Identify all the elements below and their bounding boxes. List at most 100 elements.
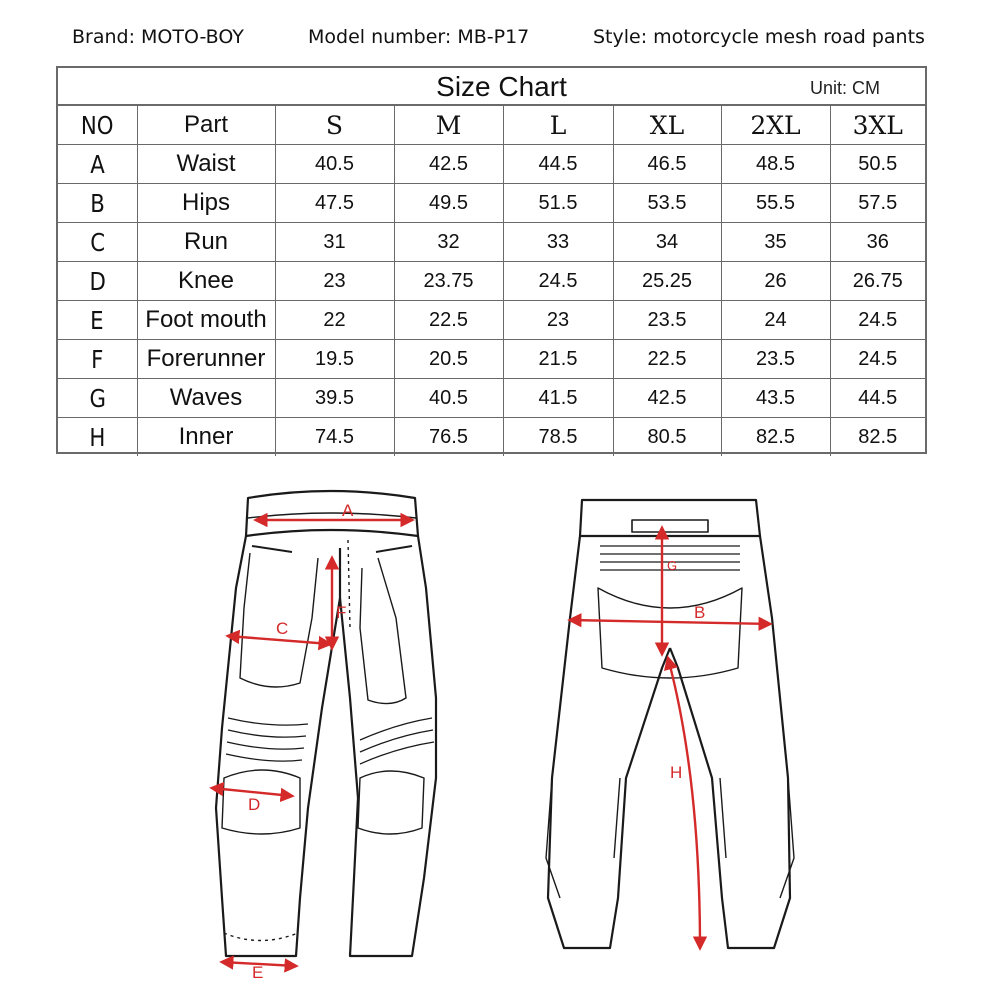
front-right-knee-ribs bbox=[359, 717, 435, 765]
row-part: Inner bbox=[136, 417, 276, 456]
size-value-cell: 31 bbox=[274, 222, 395, 262]
row-no: E bbox=[58, 300, 138, 340]
size-value-cell: 22.5 bbox=[393, 300, 504, 340]
row-no-label: C bbox=[89, 227, 105, 257]
size-value: 23.5 bbox=[647, 308, 687, 331]
front-waistband bbox=[244, 489, 420, 538]
back-waistband bbox=[578, 498, 762, 538]
size-value-cell: 76.5 bbox=[393, 417, 504, 456]
row-no: G bbox=[58, 378, 138, 418]
row-part: Waist bbox=[136, 144, 276, 184]
header-no: NO bbox=[58, 106, 138, 145]
header-size: S bbox=[274, 106, 395, 145]
size-value-cell: 21.5 bbox=[502, 339, 614, 379]
size-value-cell: 26.75 bbox=[829, 261, 925, 301]
header-size-label: XL bbox=[649, 110, 685, 140]
header-size-label: 2XL bbox=[750, 110, 801, 140]
size-value-cell: 42.5 bbox=[393, 144, 504, 184]
size-value: 57.5 bbox=[858, 191, 898, 214]
size-value: 35 bbox=[764, 230, 787, 253]
row-no: C bbox=[58, 222, 138, 262]
size-value-cell: 35 bbox=[720, 222, 831, 262]
header-size-label: M bbox=[435, 110, 462, 140]
size-value-cell: 44.5 bbox=[829, 378, 925, 418]
header-size: 3XL bbox=[829, 106, 925, 145]
label-a: A bbox=[342, 501, 354, 520]
measurement-guides bbox=[209, 512, 773, 973]
row-part-label: Forerunner bbox=[146, 345, 266, 372]
row-no-label: F bbox=[91, 344, 104, 374]
size-value: 82.5 bbox=[756, 425, 795, 448]
front-left-panel bbox=[239, 552, 319, 688]
front-left-cuff bbox=[223, 932, 299, 942]
style-text: Style: motorcycle mesh road pants bbox=[593, 26, 925, 48]
size-value: 51.5 bbox=[538, 191, 578, 214]
unit-label: Unit: CM bbox=[810, 78, 881, 98]
size-value: 36 bbox=[866, 230, 889, 253]
model-number-text: Model number: MB-P17 bbox=[308, 26, 530, 48]
row-part-label: Knee bbox=[177, 267, 235, 294]
pants-diagram: A F C D E B G H bbox=[209, 489, 795, 978]
label-f: F bbox=[336, 603, 346, 622]
row-no: F bbox=[58, 339, 138, 379]
size-value: 23.5 bbox=[756, 347, 795, 370]
size-value: 19.5 bbox=[315, 347, 354, 370]
size-value: 78.5 bbox=[538, 425, 578, 448]
row-part: Run bbox=[136, 222, 276, 262]
header-size: XL bbox=[612, 106, 722, 145]
size-value: 21.5 bbox=[538, 347, 578, 370]
size-value: 48.5 bbox=[756, 152, 795, 175]
size-value: 80.5 bbox=[647, 425, 687, 448]
size-value: 24.5 bbox=[538, 269, 578, 292]
size-value: 23 bbox=[546, 308, 570, 331]
size-value: 41.5 bbox=[538, 386, 578, 409]
row-part-label: Waves bbox=[169, 384, 243, 411]
size-value-cell: 43.5 bbox=[720, 378, 831, 418]
size-value: 23 bbox=[323, 269, 346, 292]
size-value: 47.5 bbox=[315, 191, 354, 214]
row-no-label: D bbox=[89, 266, 106, 296]
size-value: 53.5 bbox=[647, 191, 687, 214]
size-value: 46.5 bbox=[647, 152, 687, 175]
size-value: 22.5 bbox=[647, 347, 687, 370]
brand-text: Brand: MOTO-BOY bbox=[72, 26, 244, 48]
size-value: 22 bbox=[323, 308, 346, 331]
label-g: G bbox=[667, 558, 677, 573]
back-yoke-ribs bbox=[600, 545, 740, 571]
label-h: H bbox=[670, 763, 682, 782]
size-value: 82.5 bbox=[858, 425, 898, 448]
label-c: C bbox=[276, 619, 288, 638]
front-left-leg bbox=[214, 535, 342, 958]
size-value-cell: 44.5 bbox=[502, 144, 614, 184]
size-value-cell: 40.5 bbox=[393, 378, 504, 418]
measure-e-line bbox=[219, 955, 299, 973]
size-value-cell: 42.5 bbox=[612, 378, 722, 418]
size-value: 20.5 bbox=[429, 347, 468, 370]
row-no-label: B bbox=[89, 188, 105, 218]
size-value: 24.5 bbox=[858, 347, 898, 370]
size-value: 26 bbox=[764, 269, 787, 292]
size-value: 74.5 bbox=[315, 425, 354, 448]
size-value: 44.5 bbox=[858, 386, 898, 409]
size-value-cell: 22.5 bbox=[612, 339, 722, 379]
header-size: L bbox=[502, 106, 614, 145]
back-left-leg bbox=[546, 535, 672, 950]
header-size: M bbox=[393, 106, 504, 145]
row-no: D bbox=[58, 261, 138, 301]
size-value: 40.5 bbox=[315, 152, 354, 175]
size-value-cell: 33 bbox=[502, 222, 614, 262]
back-left-gusset bbox=[545, 777, 621, 899]
measurement-labels: A F C D E B G H bbox=[248, 501, 705, 978]
row-part-label: Run bbox=[183, 228, 229, 255]
label-e: E bbox=[252, 963, 263, 978]
size-value-cell: 41.5 bbox=[502, 378, 614, 418]
size-value-cell: 55.5 bbox=[720, 183, 831, 223]
size-value-cell: 20.5 bbox=[393, 339, 504, 379]
size-value: 44.5 bbox=[538, 152, 578, 175]
size-value-cell: 24.5 bbox=[829, 339, 925, 379]
